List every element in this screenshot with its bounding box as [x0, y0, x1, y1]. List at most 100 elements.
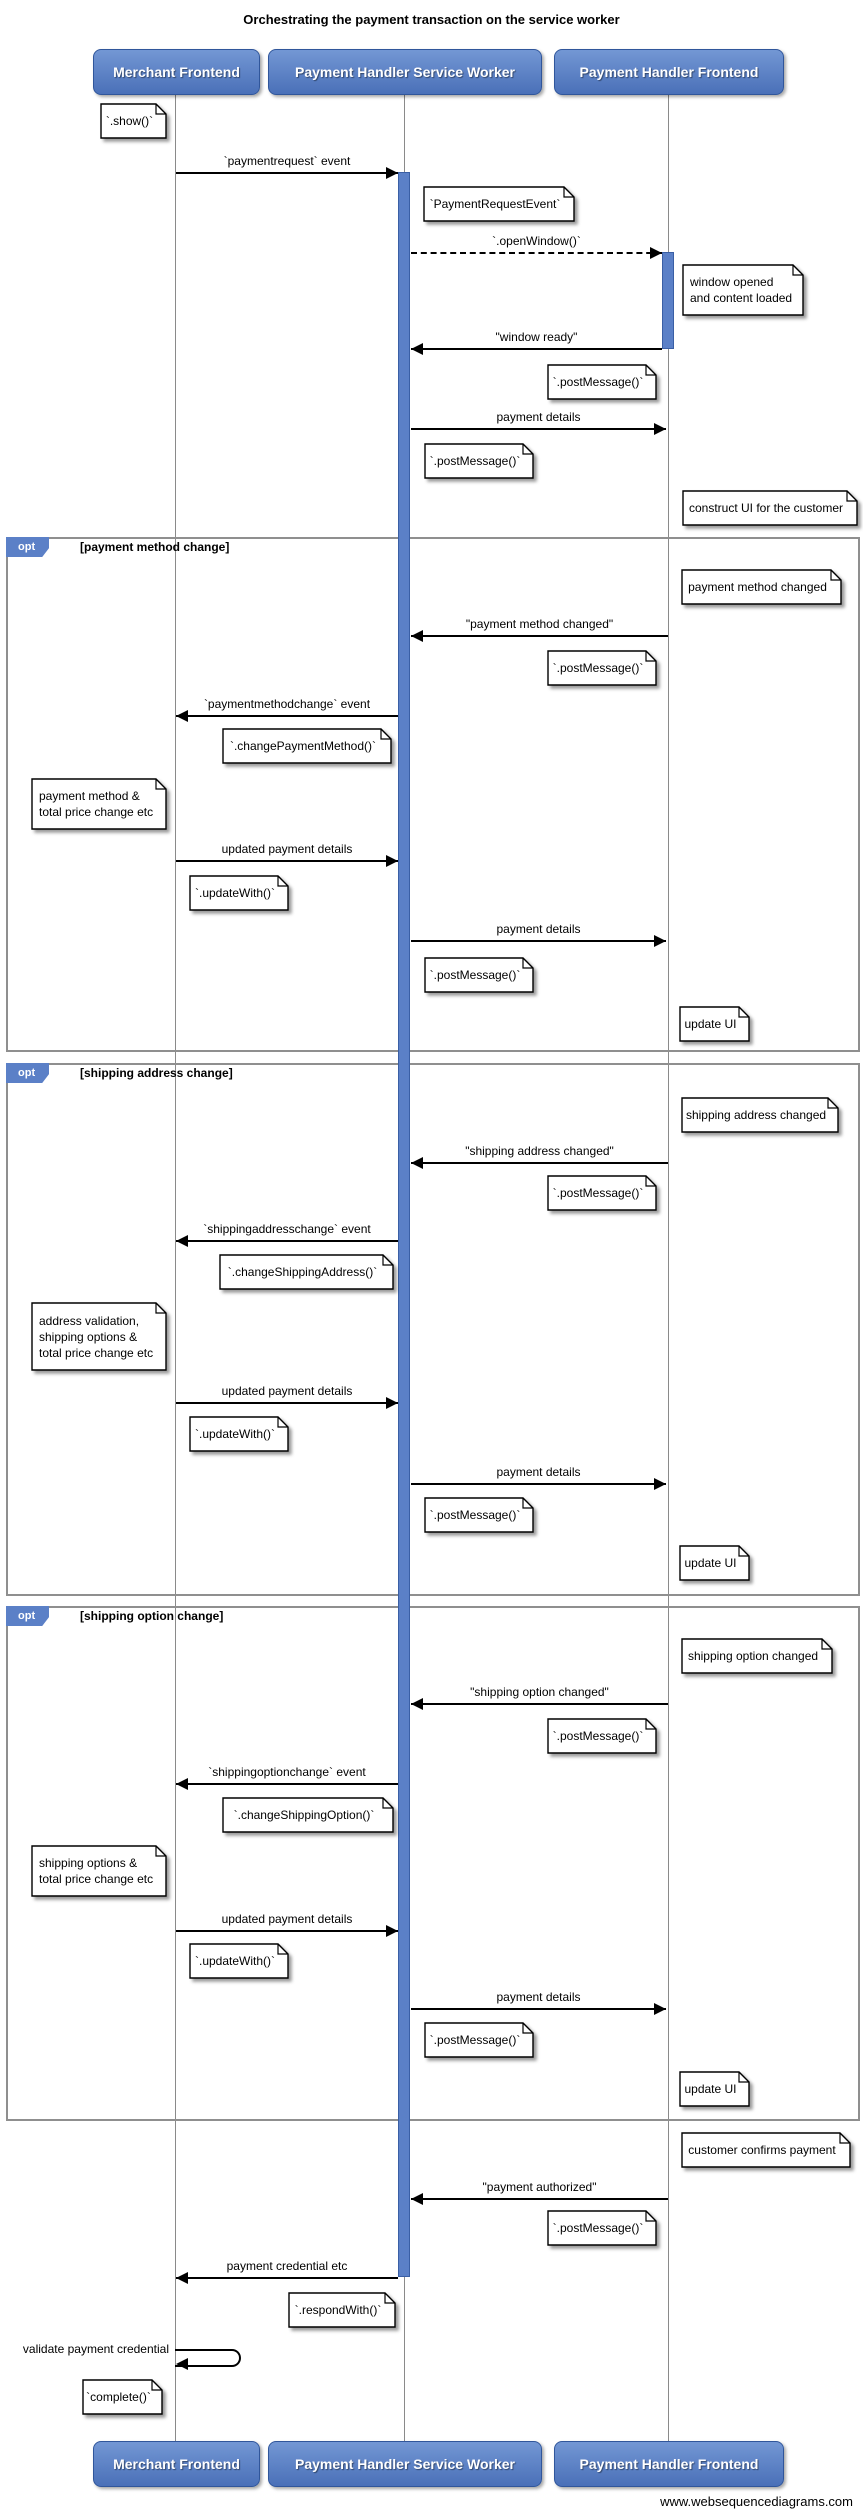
note: `.postMessage()`	[547, 1718, 657, 1754]
note: `.updateWith()`	[189, 1943, 289, 1979]
note-text: `.postMessage()`	[552, 2221, 644, 2235]
note-text: `.updateWith()`	[194, 886, 276, 900]
note-text: update UI	[684, 1017, 737, 1031]
opt-frame-condition: [shipping option change]	[80, 1609, 224, 1623]
note: payment method &total price change etc	[31, 778, 167, 830]
message-line	[176, 1783, 398, 1785]
note: `.postMessage()`	[424, 957, 534, 993]
activation-bar-f	[662, 252, 674, 349]
message-arrowhead	[386, 855, 398, 867]
note-text: update UI	[684, 2082, 737, 2096]
message-label: updated payment details	[221, 1912, 353, 1926]
note-text: customer confirms payment	[688, 2143, 836, 2157]
message-label: `paymentrequest` event	[223, 154, 351, 168]
note: `.postMessage()`	[424, 443, 534, 479]
websequencediagrams-watermark: www.websequencediagrams.com	[660, 2494, 853, 2509]
note: `.respondWith()`	[288, 2292, 396, 2328]
message-arrowhead	[411, 1157, 423, 1169]
message-arrowhead	[411, 1698, 423, 1710]
lifeline-f	[668, 93, 669, 2441]
opt-frame-1: opt [payment method change]	[6, 537, 860, 1052]
note: shipping options &total price change etc	[31, 1845, 167, 1897]
opt-frame-3: opt [shipping option change]	[6, 1606, 860, 2121]
note-text: `.show()`	[105, 114, 154, 128]
note-text: `PaymentRequestEvent`	[429, 197, 561, 211]
note: update UI	[679, 2071, 750, 2107]
message-arrowhead	[654, 423, 666, 435]
message-arrowhead	[386, 1925, 398, 1937]
participant-m-bottom: Merchant Frontend	[93, 2441, 260, 2487]
message-label: "payment method changed"	[465, 617, 614, 631]
message-line	[176, 860, 398, 862]
message-arrowhead	[386, 1397, 398, 1409]
note-text: `.changePaymentMethod()`	[229, 739, 377, 753]
note: `.updateWith()`	[189, 875, 289, 911]
message-arrowhead	[176, 710, 188, 722]
note-text: `.postMessage()`	[429, 1508, 521, 1522]
message-line	[411, 1162, 668, 1164]
message-line	[411, 1703, 668, 1705]
message-arrowhead	[654, 935, 666, 947]
opt-frame-condition: [payment method change]	[80, 540, 230, 554]
message-line	[176, 715, 398, 717]
message-arrowhead	[176, 1778, 188, 1790]
message-line	[176, 1240, 398, 1242]
note: `.changePaymentMethod()`	[222, 728, 392, 764]
note-text: construct UI for the customer	[688, 501, 844, 515]
message-label: payment details	[496, 1465, 581, 1479]
message-arrowhead	[176, 1235, 188, 1247]
note-text: `.changeShippingAddress()`	[227, 1265, 378, 1279]
message-line	[411, 1483, 666, 1485]
message-label: `.openWindow()`	[492, 234, 581, 248]
opt-frame-label: opt	[6, 1606, 50, 1626]
opt-frame-2: opt[shipping address change]	[6, 1063, 860, 1596]
note-text: shipping option changed	[687, 1649, 819, 1663]
note-text: payment method changed	[688, 580, 827, 594]
message-arrowhead	[411, 630, 423, 642]
note-text: `.updateWith()`	[194, 1427, 276, 1441]
message-line	[176, 1930, 398, 1932]
message-line	[411, 348, 662, 350]
note: `.postMessage()`	[547, 1175, 657, 1211]
opt-frame-label: opt	[6, 537, 50, 557]
message-label: "shipping option changed"	[470, 1685, 609, 1699]
note: construct UI for the customer	[682, 490, 858, 526]
message-arrowhead	[654, 2003, 666, 2015]
message-arrowhead	[411, 343, 423, 355]
note: payment method changed	[681, 569, 842, 605]
note-text: `.updateWith()`	[194, 1954, 276, 1968]
note-text: `.postMessage()`	[552, 375, 644, 389]
self-message-arrowhead	[176, 2358, 188, 2370]
activation-bar-s	[398, 172, 410, 2277]
note-text: `.postMessage()`	[429, 968, 521, 982]
note: update UI	[679, 1545, 750, 1581]
note: `.changeShippingOption()`	[222, 1797, 394, 1833]
note-text: `.postMessage()`	[552, 1729, 644, 1743]
message-label: payment details	[496, 410, 581, 424]
diagram-title: Orchestrating the payment transaction on…	[243, 12, 620, 27]
message-label: "payment authorized"	[482, 2180, 597, 2194]
opt-frame-label: opt	[6, 1063, 50, 1083]
self-message-label: validate payment credential	[22, 2342, 169, 2356]
note: `.postMessage()`	[424, 2022, 534, 2058]
message-arrowhead	[176, 2272, 188, 2284]
message-line	[411, 428, 666, 430]
note-text: payment method &total price change etc	[39, 789, 154, 819]
note: `PaymentRequestEvent`	[423, 186, 575, 222]
message-arrowhead	[386, 167, 398, 179]
note: update UI	[679, 1006, 750, 1042]
message-label: payment credential etc	[226, 2259, 348, 2273]
note-text: `.changeShippingOption()`	[233, 1808, 375, 1822]
note: `.changeShippingAddress()`	[219, 1254, 394, 1290]
participant-m-top: Merchant Frontend	[93, 49, 260, 95]
note-text: `complete()`	[86, 2390, 151, 2404]
message-label: "window ready"	[495, 330, 578, 344]
note: `complete()`	[82, 2379, 163, 2415]
note-text: `.postMessage()`	[552, 1186, 644, 1200]
participant-f-bottom: Payment Handler Frontend	[554, 2441, 784, 2487]
note: shipping address changed	[681, 1097, 839, 1133]
participant-s-bottom: Payment Handler Service Worker	[268, 2441, 542, 2487]
note: shipping option changed	[681, 1638, 833, 1674]
